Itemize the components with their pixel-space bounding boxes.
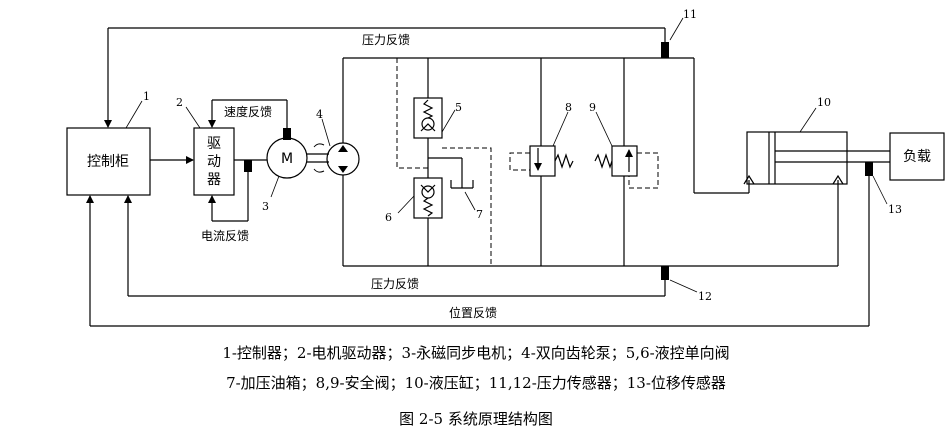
controller-box [66, 127, 151, 196]
load-box [889, 132, 945, 181]
current-sensor [244, 160, 252, 172]
pressure-sensor-11 [661, 42, 669, 58]
current-feedback: 电流反馈 [201, 229, 249, 243]
legend-line-2: 7-加压油箱；8,9-安全阀；10-液压缸；11,12-压力传感器；13-位移传… [226, 374, 726, 392]
num-8: 8 [565, 101, 572, 114]
num-13: 13 [888, 203, 902, 216]
num-12: 12 [698, 290, 712, 303]
driver-label-3: 器 [207, 172, 221, 188]
num-9: 9 [589, 101, 596, 114]
num-4: 4 [316, 108, 323, 121]
check-valve-6 [413, 177, 443, 219]
pressure-sensor-12 [661, 266, 669, 280]
num-5: 5 [455, 101, 462, 114]
figure-caption: 图 2-5 系统原理结构图 [399, 410, 553, 428]
num-7: 7 [476, 208, 483, 221]
speed-feedback: 速度反馈 [224, 104, 272, 119]
num-11: 11 [683, 8, 697, 21]
num-2: 2 [176, 96, 183, 109]
speed-sensor [283, 128, 291, 140]
num-6: 6 [385, 211, 392, 224]
pressure-feedback-bottom: 压力反馈 [371, 277, 419, 291]
safety-valve-8 [529, 145, 556, 177]
position-feedback: 位置反馈 [449, 305, 497, 320]
check-valve-5 [413, 97, 443, 139]
hydraulic-cylinder [746, 131, 848, 185]
num-10: 10 [817, 96, 831, 109]
pressure-feedback-top: 压力反馈 [362, 33, 410, 47]
safety-valve-9 [611, 145, 638, 177]
num-3: 3 [262, 200, 269, 213]
driver-label-2: 动 [207, 154, 221, 170]
num-1: 1 [143, 90, 150, 103]
load-label: 负载 [903, 149, 931, 165]
legend-line-1: 1-控制器；2-电机驱动器；3-永磁同步电机；4-双向齿轮泵；5,6-液控单向阀 [222, 344, 730, 362]
controller-label: 控制柜 [87, 154, 129, 170]
position-sensor-13 [865, 162, 873, 176]
motor-label: M [281, 151, 293, 167]
driver-label-1: 驱 [207, 136, 221, 152]
